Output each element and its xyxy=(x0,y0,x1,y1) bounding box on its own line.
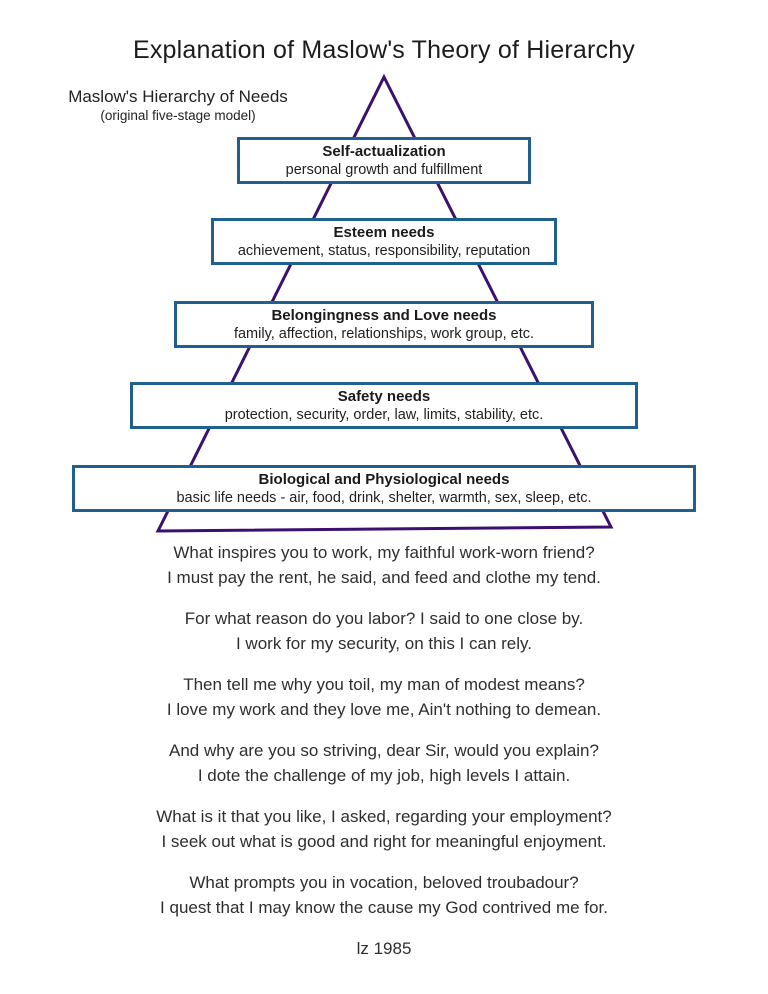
pyramid-level-biological: Biological and Physiological needs basic… xyxy=(72,465,696,512)
level-heading: Belongingness and Love needs xyxy=(271,306,497,324)
poem-stanza: What prompts you in vocation, beloved tr… xyxy=(0,871,768,920)
signature: lz 1985 xyxy=(356,939,412,958)
level-heading: Safety needs xyxy=(337,387,431,405)
level-description: personal growth and fulfillment xyxy=(285,161,483,178)
poem-line: And why are you so striving, dear Sir, w… xyxy=(169,741,599,760)
level-description: family, affection, relationships, work g… xyxy=(233,325,535,342)
poem-stanza: What is it that you like, I asked, regar… xyxy=(0,805,768,854)
poem-line: What inspires you to work, my faithful w… xyxy=(173,543,595,562)
pyramid-level-belongingness: Belongingness and Love needs family, aff… xyxy=(174,301,594,348)
poem-line: I dote the challenge of my job, high lev… xyxy=(197,765,571,785)
pyramid-triangle-outline xyxy=(155,73,614,533)
level-description: protection, security, order, law, limits… xyxy=(224,406,544,423)
poem-line: I quest that I may know the cause my God… xyxy=(160,897,608,917)
poem-line: I work for my security, on this I can re… xyxy=(235,633,532,653)
pyramid-level-self-actualization: Self-actualization personal growth and f… xyxy=(237,137,531,184)
poem-stanza: For what reason do you labor? I said to … xyxy=(0,607,768,656)
poem-stanza: Then tell me why you toil, my man of mod… xyxy=(0,673,768,722)
level-heading: Esteem needs xyxy=(333,223,435,241)
pyramid-level-esteem: Esteem needs achievement, status, respon… xyxy=(211,218,557,265)
poem-stanza: What inspires you to work, my faithful w… xyxy=(0,541,768,590)
diagram-label-title: Maslow's Hierarchy of Needs xyxy=(68,87,288,106)
level-description: basic life needs - air, food, drink, she… xyxy=(176,489,592,506)
poem-stanza: And why are you so striving, dear Sir, w… xyxy=(0,739,768,788)
level-description: achievement, status, responsibility, rep… xyxy=(237,242,531,259)
pyramid-level-safety: Safety needs protection, security, order… xyxy=(130,382,638,429)
poem-line: Then tell me why you toil, my man of mod… xyxy=(183,675,585,694)
poem-line: For what reason do you labor? I said to … xyxy=(184,609,584,628)
level-heading: Self-actualization xyxy=(322,142,446,160)
poem-line: I love my work and they love me, Ain't n… xyxy=(166,699,602,719)
page-title: Explanation of Maslow's Theory of Hierar… xyxy=(132,36,636,64)
poem-line: I seek out what is good and right for me… xyxy=(161,831,607,851)
diagram-label-subtitle: (original five-stage model) xyxy=(100,108,256,123)
poem-line: I must pay the rent, he said, and feed a… xyxy=(167,567,601,587)
diagram-label: Maslow's Hierarchy of Needs (original fi… xyxy=(62,86,294,124)
poem-line: What prompts you in vocation, beloved tr… xyxy=(189,873,579,892)
level-heading: Biological and Physiological needs xyxy=(258,470,510,488)
poem-line: What is it that you like, I asked, regar… xyxy=(156,807,612,826)
poem: What inspires you to work, my faithful w… xyxy=(0,541,768,961)
